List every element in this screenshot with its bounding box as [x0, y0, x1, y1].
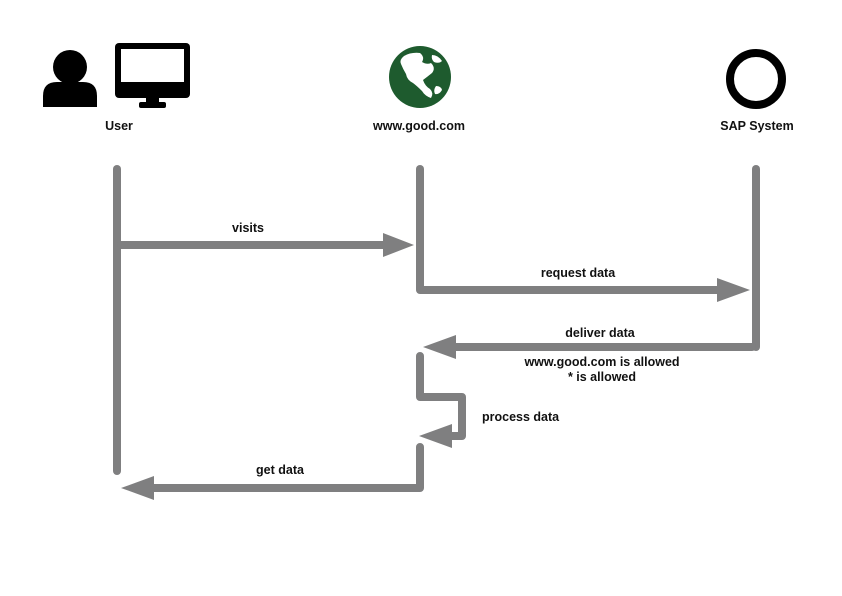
actor-label-site: www.good.com	[373, 119, 465, 133]
allowed-note-line2: * is allowed	[567, 370, 637, 384]
monitor-icon	[115, 43, 190, 108]
user-icon	[43, 50, 97, 107]
visits-label: visits	[232, 221, 264, 235]
allowed-note: www.good.com is allowed * is allowed	[524, 355, 679, 385]
deliver-data-arrowhead	[423, 335, 456, 359]
allowed-note-line1: www.good.com is allowed	[524, 355, 680, 369]
ring-icon	[726, 49, 786, 109]
visits-arrowhead	[383, 233, 414, 257]
globe-icon	[389, 46, 451, 108]
process-data-arrowhead	[419, 424, 452, 448]
actor-label-sap: SAP System	[720, 119, 794, 133]
get-data-label: get data	[256, 463, 304, 477]
get-data-arrowhead	[121, 476, 154, 500]
process-data-label: process data	[482, 410, 560, 424]
get-data-arrow	[146, 443, 424, 492]
request-data-arrowhead	[717, 278, 750, 302]
request-data-label: request data	[540, 266, 616, 280]
deliver-data-label: deliver data	[565, 326, 635, 340]
process-data-loop	[416, 352, 466, 440]
actor-label-user: User	[105, 119, 133, 133]
